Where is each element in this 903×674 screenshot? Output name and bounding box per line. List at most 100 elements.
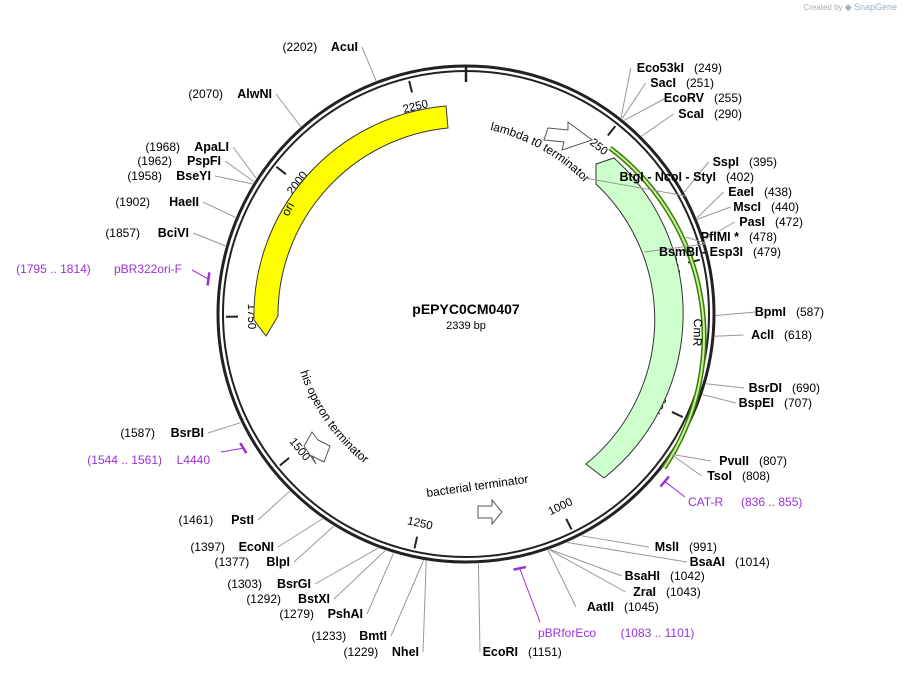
site-label-bpmi[interactable]: BpmI(587): [755, 305, 824, 319]
primer-leader-line: [664, 481, 686, 498]
site-leader-line: [422, 560, 427, 653]
site-position: (255): [714, 91, 742, 105]
ori-label: ori: [279, 200, 298, 219]
site-label-pasi[interactable]: PasI(472): [739, 215, 803, 229]
site-name: AatII: [587, 600, 614, 614]
site-leader-line: [683, 161, 709, 193]
primer-range: (1083 .. 1101): [621, 626, 695, 640]
primer-pbr322orif[interactable]: (1795 .. 1814)pBR322ori-F: [16, 262, 211, 286]
site-name: BtgI - NcoI - StyI: [619, 170, 716, 184]
site-position: (587): [796, 305, 824, 319]
site-label-btgi[interactable]: BtgI - NcoI - StyI(402): [619, 170, 754, 184]
site-label-bmti[interactable]: BmtI(1233): [312, 629, 387, 643]
site-name: BsmBI - Esp3I: [659, 245, 743, 259]
site-label-acui[interactable]: AcuI(2202): [283, 40, 358, 54]
terminator-bacterial[interactable]: bacterial terminator: [425, 472, 529, 526]
site-label-tsoi[interactable]: TsoI(808): [707, 469, 770, 483]
site-label-bstxi[interactable]: BstXI(1292): [246, 592, 330, 606]
site-name: ScaI: [678, 107, 704, 121]
site-leader-line: [704, 221, 735, 240]
site-label-saci[interactable]: SacI(251): [650, 76, 714, 90]
plasmid-name: pEPYC0CM0407: [412, 301, 520, 317]
site-leader-line: [696, 191, 724, 219]
credit-product: SnapGene: [853, 2, 897, 12]
site-label-pvuii[interactable]: PvuII(807): [719, 454, 787, 468]
site-name: MslI: [655, 540, 679, 554]
snapgene-credit: Created by ◆ SnapGene: [803, 2, 897, 13]
primer-bar: [239, 442, 248, 454]
site-label-msci[interactable]: MscI(440): [733, 200, 799, 214]
site-leader-line: [477, 563, 481, 653]
site-position: (690): [792, 381, 820, 395]
site-label-pflmi[interactable]: PflMI *(478): [701, 230, 777, 244]
cmr-arrow[interactable]: [585, 157, 684, 479]
site-name: Eco53kI: [637, 61, 684, 75]
primer-catr[interactable]: CAT-R(836 .. 855): [659, 475, 802, 509]
feature-ori[interactable]: ori: [253, 105, 449, 337]
site-label-nhei[interactable]: NheI(1229): [344, 645, 419, 659]
site-label-bsaai[interactable]: BsaAI(1014): [690, 555, 770, 569]
snapgene-logo-icon: ◆: [844, 2, 852, 12]
lambda-terminator-arrow[interactable]: [543, 121, 594, 151]
site-label-msli[interactable]: MslI(991): [655, 540, 717, 554]
site-label-aatii[interactable]: AatII(1045): [587, 600, 659, 614]
terminator-his-operon[interactable]: his operon terminator: [297, 368, 371, 466]
feature-cmr[interactable]: CmR: [585, 146, 707, 479]
site-position: (1857): [105, 226, 140, 240]
site-position: (1962): [137, 154, 172, 168]
site-label-bspei[interactable]: BspEI(707): [739, 396, 812, 410]
site-label-pshai[interactable]: PshAI(1279): [279, 607, 363, 621]
primer-l4440[interactable]: (1544 .. 1561)L4440: [87, 442, 248, 467]
site-label-pspfi[interactable]: PspFI(1962): [137, 154, 221, 168]
site-label-eco53ki[interactable]: Eco53kI (249): [637, 61, 722, 75]
bacterial-terminator-arrow[interactable]: [477, 498, 503, 526]
site-position: (1902): [115, 195, 150, 209]
site-label-bseyi[interactable]: BseYI(1958): [127, 169, 211, 183]
site-position: (1279): [279, 607, 314, 621]
bacterial-terminator-label: bacterial terminator: [425, 472, 529, 500]
site-position: (807): [759, 454, 787, 468]
primer-pbrforeco[interactable]: pBRforEco(1083 .. 1101): [513, 565, 695, 640]
site-label-apali[interactable]: ApaLI(1968): [145, 140, 229, 154]
site-position: (1233): [312, 629, 347, 643]
site-position: (438): [764, 185, 792, 199]
his-terminator-arrow[interactable]: [303, 431, 331, 465]
site-name: EcoNI: [239, 540, 274, 554]
site-label-bsmbi[interactable]: BsmBI - Esp3I(479): [659, 245, 781, 259]
site-label-econi[interactable]: EcoNI(1397): [190, 540, 274, 554]
site-label-zrai[interactable]: ZraI(1043): [633, 585, 701, 599]
site-leader-line: [623, 97, 667, 121]
site-leader-line: [257, 490, 290, 521]
site-label-psti[interactable]: PstI(1461): [179, 513, 254, 527]
ori-arrow[interactable]: [253, 105, 449, 337]
site-leader-line: [641, 113, 674, 137]
site-label-haeii[interactable]: HaeII(1902): [115, 195, 199, 209]
primer-leader-line: [220, 447, 244, 453]
site-position: (2202): [283, 40, 318, 54]
site-position: (249): [694, 61, 722, 75]
site-label-scai[interactable]: ScaI(290): [678, 107, 742, 121]
site-label-alwni[interactable]: AlwNI(2070): [188, 87, 272, 101]
site-label-bsrbi[interactable]: BsrBI(1587): [120, 426, 204, 440]
plasmid-length: 2339 bp: [446, 320, 486, 332]
site-name: TsoI: [707, 469, 732, 483]
terminator-lambda-t0[interactable]: lambda t0 terminator: [489, 119, 594, 185]
site-leader-lines: [192, 46, 756, 653]
site-leader-line: [549, 549, 626, 593]
site-leader-line: [202, 201, 236, 218]
site-label-eaei[interactable]: EaeI(438): [728, 185, 792, 199]
site-label-ecorv[interactable]: EcoRV(255): [664, 91, 742, 105]
site-label-blpi[interactable]: BlpI(1377): [215, 555, 290, 569]
site-label-bcivi[interactable]: BciVI(1857): [105, 226, 189, 240]
site-name: PflMI *: [701, 230, 739, 244]
site-name: BsrBI: [171, 426, 204, 440]
site-label-acli[interactable]: AclI(618): [751, 328, 812, 342]
site-leader-line: [275, 93, 302, 127]
site-label-ecori[interactable]: EcoRI(1151): [483, 645, 562, 659]
site-label-bsrdi[interactable]: BsrDI(690): [749, 381, 820, 395]
site-label-bsahi[interactable]: BsaHI(1042): [625, 569, 705, 583]
site-name: ZraI: [633, 585, 656, 599]
site-label-sspi[interactable]: SspI(395): [713, 155, 777, 169]
site-label-bsrgi[interactable]: BsrGI(1303): [227, 577, 311, 591]
